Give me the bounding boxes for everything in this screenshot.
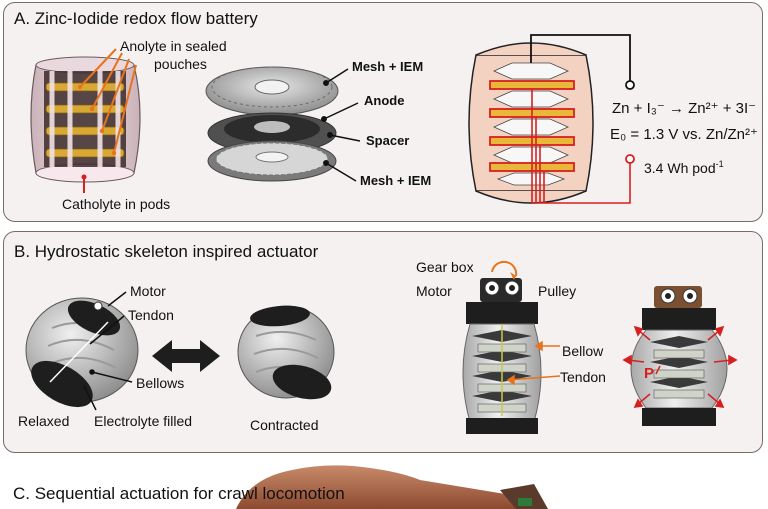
panel-a-diagram: Anolyte in sealed pouches Catholyte in p… (30, 34, 758, 212)
standard-potential: E₀ = 1.3 V vs. Zn/Zn²⁺ (610, 126, 758, 143)
pressure-arrows (622, 325, 738, 408)
panel-a-title: A. Zinc-Iodide redox flow battery (14, 9, 258, 28)
transition-double-arrow (152, 340, 220, 372)
motor-label-cross-section: Motor (416, 283, 452, 299)
electrolyte-leader-line (83, 385, 97, 411)
contracted-cross-section (630, 286, 728, 426)
energy-per-pod: 3.4 Wh pod-1 (644, 159, 724, 176)
battery-schematic (468, 34, 635, 204)
bellows-label: Bellows (136, 375, 184, 391)
panel-b: B. Hydrostatic skeleton inspired actuato… (3, 231, 763, 453)
panel-b-diagram: Motor Tendon Bellows Relaxed Electrolyte… (18, 259, 738, 434)
crawl-robot-edge (500, 484, 548, 509)
anolyte-label-line2: pouches (154, 56, 207, 72)
electrolyte-filled-label: Electrolyte filled (94, 413, 192, 429)
stack-leader-lines (321, 68, 361, 182)
anolyte-leader-lines (79, 48, 137, 154)
contracted-actuator (237, 305, 335, 400)
panel-a: A. Zinc-Iodide redox flow battery (3, 2, 763, 222)
crawl-robot-circuit (518, 498, 532, 506)
motor-label: Motor (130, 283, 166, 299)
catholyte-label: Catholyte in pods (62, 196, 170, 212)
pressure-label: P (644, 365, 654, 382)
relaxed-orange-pointers (506, 340, 561, 386)
anode-label: Anode (364, 93, 404, 108)
tendon-label-cross-section: Tendon (560, 369, 606, 385)
mesh-iem-bottom-label: Mesh + IEM (360, 173, 431, 188)
spacer-label: Spacer (366, 133, 409, 148)
tendon-label: Tendon (128, 307, 174, 323)
reaction-equation: Zn + I₃⁻ → Zn²⁺ + 3I⁻ (612, 100, 756, 117)
contracted-label: Contracted (250, 417, 318, 433)
exploded-electrode-stack (205, 66, 339, 182)
panel-c-title: C. Sequential actuation for crawl locomo… (13, 484, 345, 503)
pulley-label: Pulley (538, 283, 576, 299)
bellow-label: Bellow (562, 343, 604, 359)
relaxed-cross-section (462, 260, 542, 434)
relaxed-label: Relaxed (18, 413, 69, 429)
gearbox-label: Gear box (416, 259, 474, 275)
anolyte-label-line1: Anolyte in sealed (120, 38, 227, 54)
crawl-terrain (236, 465, 548, 509)
mesh-iem-top-label: Mesh + IEM (352, 59, 423, 74)
panel-b-title: B. Hydrostatic skeleton inspired actuato… (14, 242, 319, 261)
relaxed-leader-lines (89, 291, 133, 383)
